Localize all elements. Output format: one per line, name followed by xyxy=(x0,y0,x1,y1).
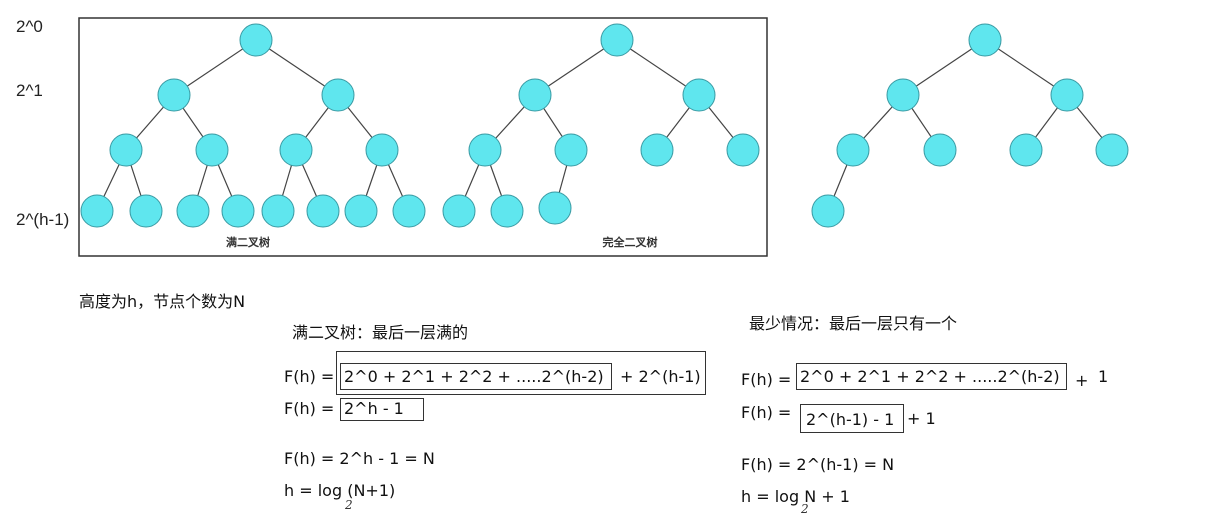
intro-text: 高度为h，节点个数为N xyxy=(79,292,246,311)
minimal-tree-node xyxy=(836,133,870,167)
level-label-last: 2^(h-1) xyxy=(16,210,70,229)
full-tree-node xyxy=(80,194,114,228)
right-closed-form: 2^(h-1) - 1 xyxy=(806,410,895,429)
full-tree-node xyxy=(344,194,378,228)
right-closed-box xyxy=(800,404,904,433)
left-closed-box xyxy=(340,398,424,421)
right-equation-3: F(h) = 2^(h-1) = N xyxy=(741,455,895,474)
left-series: 2^0 + 2^1 + 2^2 + .....2^(h-2) xyxy=(344,367,604,386)
right-f-label-1: F(h) = xyxy=(741,370,792,389)
left-log-base: 2 xyxy=(345,498,353,512)
complete-tree-node xyxy=(640,133,674,167)
complete-tree-node xyxy=(726,133,760,167)
right-plus: + xyxy=(1075,371,1089,390)
left-f-label-2: F(h) = xyxy=(284,399,335,418)
minimal-tree-node xyxy=(1009,133,1043,167)
level-label-1: 2^1 xyxy=(16,81,43,100)
minimal-tree-node xyxy=(923,133,957,167)
full-tree-node xyxy=(176,194,210,228)
caption-full-binary-tree: 满二叉树 xyxy=(226,235,270,249)
figure-frame xyxy=(78,17,768,257)
full-tree-node xyxy=(109,133,143,167)
right-log-base: 2 xyxy=(801,502,809,516)
tree-nodes xyxy=(80,23,1129,228)
left-series-box xyxy=(340,363,612,390)
full-tree-node xyxy=(261,194,295,228)
minimal-tree-node xyxy=(886,78,920,112)
full-tree-node xyxy=(392,194,426,228)
full-tree-node xyxy=(195,133,229,167)
full-tree-node xyxy=(221,194,255,228)
left-heading: 满二叉树：最后一层满的 xyxy=(292,323,469,342)
level-label-0: 2^0 xyxy=(16,17,43,36)
caption-complete-binary-tree: 完全二叉树 xyxy=(603,235,658,249)
full-tree-node xyxy=(157,78,191,112)
full-tree-node xyxy=(306,194,340,228)
full-tree-node xyxy=(365,133,399,167)
complete-tree-node xyxy=(682,78,716,112)
right-plus-one: + 1 xyxy=(907,409,936,428)
complete-tree-node xyxy=(600,23,634,57)
left-f-label-1: F(h) = xyxy=(284,367,335,386)
full-tree-node xyxy=(239,23,273,57)
minimal-tree-node xyxy=(1050,78,1084,112)
right-series-box xyxy=(796,363,1067,390)
complete-tree-node xyxy=(468,133,502,167)
full-tree-node xyxy=(321,78,355,112)
full-tree-node xyxy=(129,194,163,228)
minimal-tree-node xyxy=(968,23,1002,57)
complete-tree-node xyxy=(442,194,476,228)
left-closed-form: 2^h - 1 xyxy=(344,399,404,418)
right-series: 2^0 + 2^1 + 2^2 + .....2^(h-2) xyxy=(800,367,1060,386)
tree-edges xyxy=(96,39,1113,212)
left-equation-3: F(h) = 2^h - 1 = N xyxy=(284,449,435,468)
right-heading: 最少情况：最后一层只有一个 xyxy=(749,314,958,333)
left-outer-box xyxy=(336,351,706,395)
binary-trees-figure: 满二叉树 完全二叉树 xyxy=(78,17,1129,257)
left-last-term: + 2^(h-1) xyxy=(620,367,701,386)
complete-tree-node xyxy=(554,133,588,167)
complete-tree-node xyxy=(490,194,524,228)
complete-tree-node xyxy=(518,78,552,112)
right-equation-4: h = log N + 1 xyxy=(741,487,850,506)
left-equation-4: h = log (N+1) xyxy=(284,481,396,500)
minimal-tree-node xyxy=(1095,133,1129,167)
complete-tree-node xyxy=(538,191,572,225)
minimal-tree-node xyxy=(811,194,845,228)
right-f-label-2: F(h) = xyxy=(741,403,792,422)
right-one: 1 xyxy=(1098,367,1109,386)
full-tree-node xyxy=(279,133,313,167)
